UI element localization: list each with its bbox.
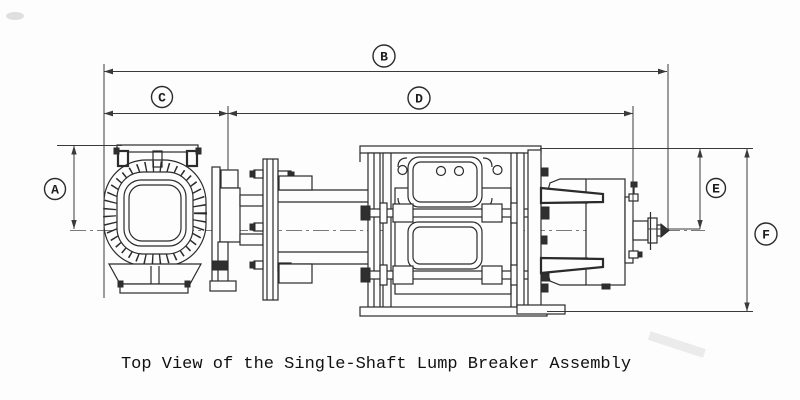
paper-smudge [6,12,24,20]
bearing-housing [539,178,643,290]
dimension-label-d: D [407,86,431,110]
shaft-end [632,212,670,250]
breaker-housing [359,145,548,317]
dimension-system: A B C D E F [43,44,778,312]
svg-text:E: E [712,182,720,197]
flange-bolt [249,223,256,231]
bolt-hole [453,165,465,177]
end-flange-foot [516,304,566,315]
svg-text:F: F [762,228,770,243]
bolt-hole [397,164,408,176]
bearing-rib [539,256,605,275]
spacer-cylinder [278,175,368,284]
shaft-tip [660,222,670,239]
paper-smudge [647,331,706,358]
tie-rod-nut [481,203,503,223]
bolt-hole [435,165,447,177]
tie-rod-lower [360,264,531,286]
end-flange [516,149,566,315]
flange-bolt [249,261,256,269]
bearing-rib [539,186,605,205]
coupling-foot [209,280,237,292]
dimension-label-e: E [705,177,727,199]
svg-text:D: D [415,92,423,107]
grease-fitting [630,181,638,188]
housing-top-plate [359,145,542,154]
dimension-d [228,110,633,117]
coupling-assembly [209,166,264,292]
svg-text:A: A [51,183,59,198]
svg-text:B: B [380,50,388,65]
flange-bolt [249,170,256,178]
figure-caption: Top View of the Single-Shaft Lump Breake… [120,355,632,374]
dimension-label-a: A [43,177,67,201]
coupling-block [219,187,241,243]
dimension-f [744,148,750,312]
dimension-e [648,148,703,230]
tie-rod-nut [392,203,414,223]
dimension-label-f: F [754,222,778,246]
motor-assembly [103,144,207,294]
dimension-a [71,145,77,229]
dimension-label-b: B [372,44,396,68]
rotor-access-opening [407,221,483,270]
shaft-collar [647,217,658,244]
motor-core [123,179,187,247]
svg-text:C: C [158,91,166,106]
dimension-b [104,68,667,75]
bolt-hole [492,164,503,176]
tie-rod-nut [481,265,503,285]
dimension-label-c: C [150,85,174,109]
motor-foot [119,283,189,294]
motor-cooling-fins [103,161,207,265]
dimension-c [104,106,633,121]
inlet-opening [407,156,483,208]
tie-rod-nut [392,265,414,285]
